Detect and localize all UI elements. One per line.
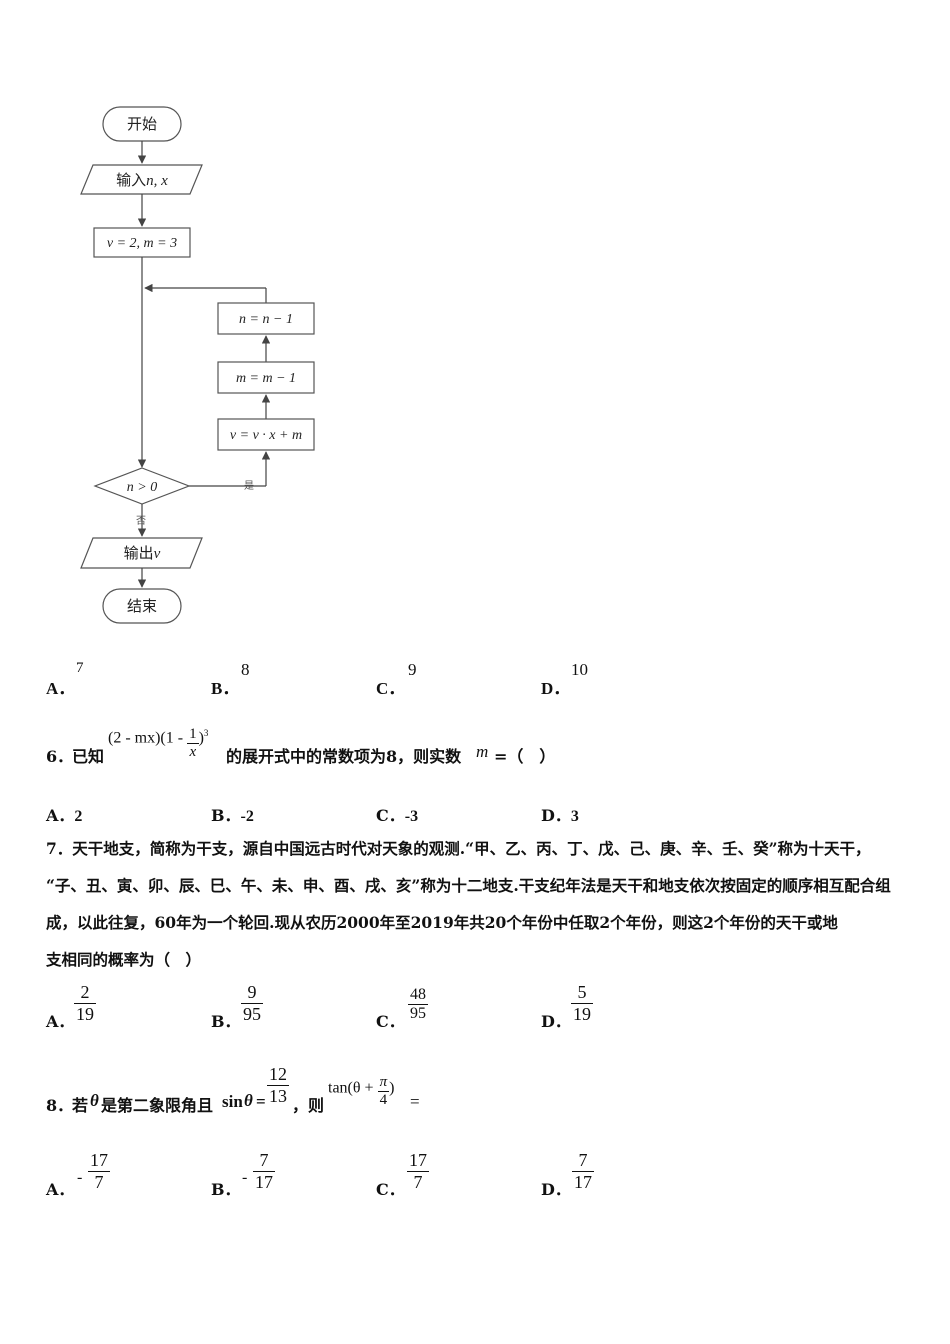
flow-end-terminal bbox=[102, 588, 182, 624]
q7-line-2: “子、丑、寅、卯、辰、巳、午、未、申、酉、戌、亥”称为十二地支.干支纪年法是天干… bbox=[46, 876, 891, 895]
flow-end-label: 结束 bbox=[127, 598, 157, 615]
q7-line-3: 成，以此往复，60年为一个轮回.现从农历2000年至2019年共20个年份中任取… bbox=[46, 913, 838, 932]
flow-init-label: v = 2, m = 3 bbox=[107, 236, 177, 251]
flow-init-box bbox=[93, 227, 191, 258]
q6-option-b[interactable]: B．-2 bbox=[211, 806, 254, 825]
q6-option-d[interactable]: D．3 bbox=[541, 806, 579, 825]
q7-line-1: 7．天干地支，简称为干支，源自中国远古时代对天象的观测.“甲、乙、丙、丁、戊、己… bbox=[46, 839, 871, 858]
flow-no-label: 否 bbox=[136, 515, 146, 527]
q6-option-a[interactable]: A．2 bbox=[46, 806, 83, 825]
flow-start-label: 开始 bbox=[127, 116, 157, 133]
flow-output-parallelogram bbox=[80, 537, 203, 569]
flowchart: 开始 输入n, x v = 2, m = 3 n = n − 1 m = m −… bbox=[80, 106, 315, 624]
q7-line-4: 支相同的概率为（ ） bbox=[46, 950, 202, 969]
flow-step-v-label: v = v · x + m bbox=[230, 428, 302, 443]
flow-step-n-box bbox=[217, 302, 315, 335]
flow-step-v-box bbox=[217, 418, 315, 451]
flow-output-label: 输出v bbox=[124, 545, 161, 562]
flow-step-m-box bbox=[217, 361, 315, 394]
flow-yes-label: 是 bbox=[244, 480, 254, 492]
flow-decision-label: n > 0 bbox=[127, 480, 157, 495]
flow-step-m-label: m = m − 1 bbox=[236, 371, 296, 386]
flow-step-n-label: n = n − 1 bbox=[239, 312, 293, 327]
q6-option-c[interactable]: C．-3 bbox=[376, 806, 419, 825]
flow-input-label: 输入n, x bbox=[116, 172, 168, 189]
flow-input-parallelogram bbox=[80, 164, 203, 195]
